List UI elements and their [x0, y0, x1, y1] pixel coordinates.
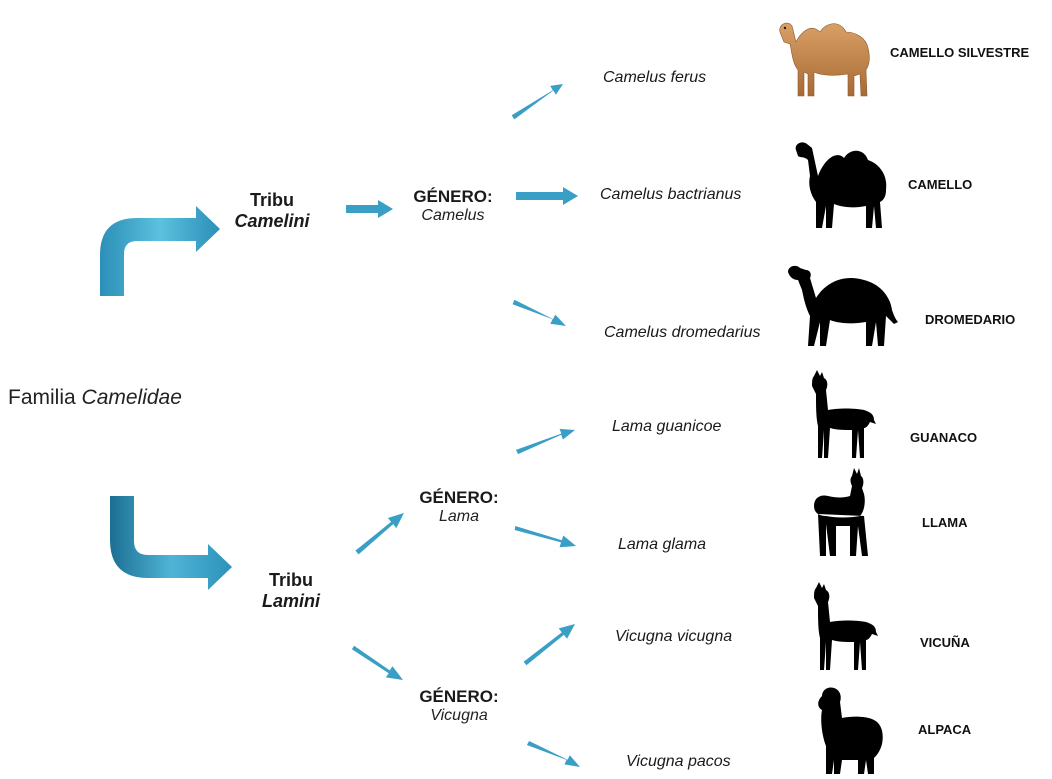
tribe-camelini: Tribu Camelini [230, 190, 314, 231]
guanaco-icon [808, 370, 878, 462]
arrow-lamini-to-vicugna [352, 646, 403, 680]
common-name: CAMELLO [908, 178, 972, 193]
llama-icon [806, 468, 880, 560]
curved-arrow-up [100, 206, 220, 296]
tribe-label: Tribu [249, 570, 333, 591]
arrow-camelus-to-bactrianus [516, 187, 578, 205]
species-name: Vicugna vicugna [615, 628, 732, 646]
arrow-lama-to-glama [515, 526, 576, 547]
arrow-camelus-to-ferus [512, 84, 563, 119]
arrow-camelus-to-dromedarius [513, 300, 566, 326]
tribe-name: Lamini [249, 591, 333, 612]
tribe-lamini: Tribu Lamini [249, 570, 333, 611]
tribe-name: Camelini [230, 211, 314, 232]
genus-name: Vicugna [406, 707, 512, 725]
common-name: ALPACA [918, 723, 971, 738]
species-name: Camelus dromedarius [604, 324, 761, 342]
species-name: Camelus bactrianus [600, 186, 741, 204]
genus-camelus: GÉNERO: Camelus [400, 187, 506, 225]
common-name: GUANACO [910, 431, 977, 446]
tribe-label: Tribu [230, 190, 314, 211]
genus-lama: GÉNERO: Lama [406, 488, 512, 526]
common-name: VICUÑA [920, 636, 970, 651]
dromedary-icon [784, 260, 906, 350]
family-name: Camelidae [82, 386, 182, 409]
common-name: LLAMA [922, 516, 968, 531]
arrow-camelini-to-camelus [346, 200, 393, 218]
bactrian-camel-icon [790, 136, 894, 232]
common-name: DROMEDARIO [925, 313, 1015, 328]
family-prefix: Familia [8, 386, 76, 409]
genus-vicugna: GÉNERO: Vicugna [406, 687, 512, 725]
bactrian-camel-photo-icon [770, 12, 882, 100]
species-name: Vicugna pacos [626, 753, 731, 771]
common-name: CAMELLO SILVESTRE [890, 46, 1029, 61]
species-name: Lama glama [618, 536, 706, 554]
arrow-vicugna-to-vicugna [524, 624, 575, 665]
genus-name: Lama [406, 508, 512, 526]
genus-name: Camelus [400, 207, 506, 225]
genus-label: GÉNERO: [400, 187, 506, 207]
family-label: Familia Camelidae [8, 386, 182, 410]
genus-label: GÉNERO: [406, 488, 512, 508]
genus-label: GÉNERO: [406, 687, 512, 707]
alpaca-icon [812, 686, 888, 774]
curved-arrow-down [110, 496, 232, 590]
arrow-lama-to-guanicoe [516, 429, 575, 454]
vicuna-icon [808, 582, 882, 674]
arrow-lamini-to-lama [355, 513, 404, 554]
species-name: Lama guanicoe [612, 418, 721, 436]
species-name: Camelus ferus [603, 69, 706, 87]
arrow-vicugna-to-pacos [527, 741, 580, 767]
